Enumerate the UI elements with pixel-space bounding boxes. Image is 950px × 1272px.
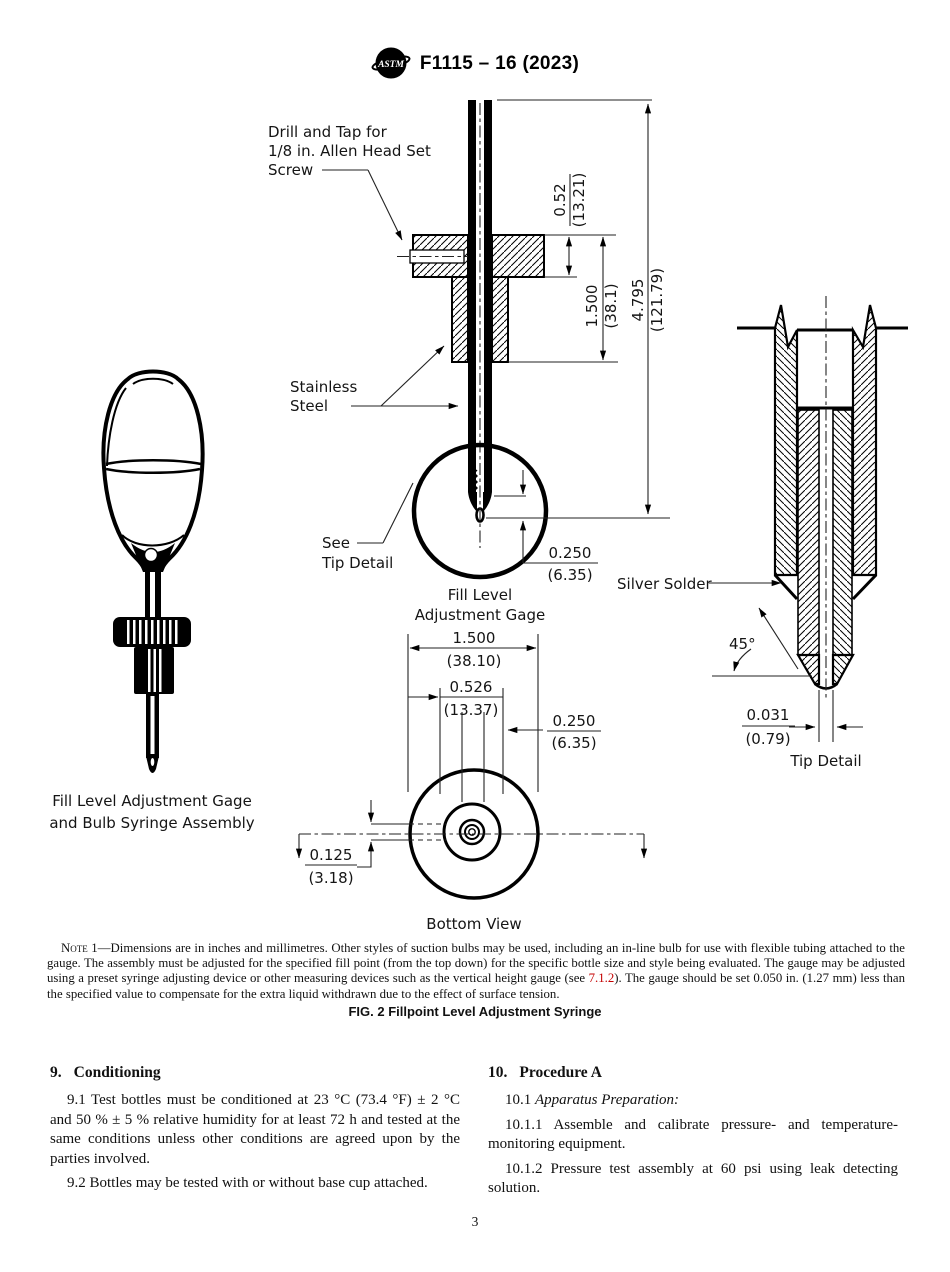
svg-text:Tip Detail: Tip Detail (321, 554, 393, 572)
svg-text:Drill and Tap for: Drill and Tap for (268, 123, 388, 141)
para-10-1-1: 10.1.1 Assemble and calibrate pressure- … (488, 1116, 898, 1153)
inner-rod-right (832, 409, 853, 656)
gage-dimension-lines (486, 99, 670, 564)
silver-solder-label: Silver Solder (617, 575, 782, 593)
logo-letters: ASTM (377, 60, 404, 70)
svg-text:0.250: 0.250 (549, 544, 592, 562)
gage-cross-section-drawing: 0.52 (13.21) 1.500 (38.1) 4.795 (121.79)… (268, 99, 670, 624)
svg-text:(121.79): (121.79) (648, 268, 666, 332)
page-number: 3 (471, 1214, 479, 1229)
para-10-1-2: 10.1.2 Pressure test assembly at 60 psi … (488, 1160, 898, 1197)
svg-text:See: See (322, 534, 350, 552)
para-9-2: 9.2 Bottles may be tested with or withou… (67, 1175, 428, 1191)
note-label: Note 1— (61, 941, 111, 955)
svg-text:0.526: 0.526 (450, 678, 493, 696)
svg-text:(6.35): (6.35) (551, 734, 596, 752)
angle-45-dimension: 45° (712, 607, 812, 677)
svg-text:45°: 45° (729, 635, 756, 653)
section-9-title: Conditioning (73, 1064, 161, 1081)
figure-note: Note 1—Dimensions are in inches and mill… (47, 941, 905, 1002)
dim-0.125: 0.125 (3.18) (305, 800, 446, 887)
body-columns: 9. Conditioning 9.1 Test bottles must be … (50, 1064, 898, 1204)
para-10-1: 10.1 Apparatus Preparation: (488, 1091, 898, 1111)
para-10-1-italic: Apparatus Preparation: (535, 1092, 680, 1108)
astm-logo: ASTM (371, 47, 411, 79)
svg-text:Screw: Screw (268, 161, 313, 179)
standard-designation: F1115 – 16 (2023) (419, 53, 580, 74)
section-9-number: 9. (50, 1064, 62, 1081)
section-9-heading: 9. Conditioning (50, 1064, 460, 1082)
assembly-caption-line2: and Bulb Syringe Assembly (49, 814, 254, 832)
column-right: 10. Procedure A 10.1 Apparatus Preparatio… (488, 1064, 898, 1204)
knurl-stripes (127, 620, 178, 644)
drill-tap-label: Drill and Tap for 1/8 in. Allen Head Set… (268, 123, 431, 241)
figure-2-drawing: 0.52 (13.21) 1.500 (38.1) 4.795 (121.79)… (49, 99, 908, 933)
para-9-1: 9.1 Test bottles must be conditioned at … (50, 1092, 460, 1167)
dim-0.526: 0.526 (13.37) (408, 678, 504, 802)
outer-wall-right (851, 304, 878, 577)
logo-orbit (371, 55, 411, 71)
column-left: 9. Conditioning 9.1 Test bottles must be … (50, 1064, 460, 1204)
svg-text:(0.79): (0.79) (745, 730, 790, 748)
dim-0.031: 0.031 (0.79) (742, 690, 863, 748)
dim-0.250-tip: 0.250 (6.35) (547, 544, 592, 584)
note-text-before: Dimensions are in inches and millimetres… (47, 941, 905, 986)
tip-detail-drawing: Silver Solder 45° 0.031 (0.79) Tip Detai… (617, 296, 908, 770)
note-xref-link[interactable]: 7.1.2 (588, 971, 615, 986)
svg-text:1.500: 1.500 (583, 285, 601, 328)
section-10-number: 10. (488, 1064, 508, 1081)
svg-text:4.795: 4.795 (629, 279, 647, 322)
document-header: ASTM F1115 – 16 (2023) (0, 44, 950, 84)
dim-0.250-bottom: 0.250 (6.35) (507, 712, 601, 752)
para-10-1-number: 10.1 (505, 1092, 532, 1108)
dim-4.795: 4.795 (121.79) (629, 268, 666, 332)
bottom-view-caption: Bottom View (426, 915, 521, 933)
outer-wall-left (773, 304, 799, 577)
tip-detail-circle (411, 442, 549, 580)
svg-text:1/8 in. Allen Head Set: 1/8 in. Allen Head Set (268, 142, 431, 160)
see-tip-detail-label: See Tip Detail (321, 482, 414, 572)
svg-text:Stainless: Stainless (290, 378, 357, 396)
dim-0.52: 0.52 (13.21) (551, 173, 588, 228)
logo-seal (375, 47, 407, 79)
section-10-title: Procedure A (519, 1064, 602, 1081)
svg-text:(6.35): (6.35) (547, 566, 592, 584)
dim-1.500: 1.500 (38.1) (583, 283, 620, 328)
svg-text:0.250: 0.250 (553, 712, 596, 730)
svg-text:0.031: 0.031 (747, 706, 790, 724)
svg-text:0.125: 0.125 (310, 846, 353, 864)
inner-rod-left (797, 409, 820, 656)
stainless-steel-label: Stainless Steel (290, 345, 459, 415)
section-10-heading: 10. Procedure A (488, 1064, 898, 1082)
figure-caption: FIG. 2 Fillpoint Level Adjustment Syring… (348, 1004, 602, 1019)
note-text-after: ). The gauge should be set 0.050 in. (1.… (47, 971, 905, 1001)
svg-text:Silver Solder: Silver Solder (617, 575, 713, 593)
bulb-syringe-drawing: Fill Level Adjustment Gage and Bulb Syri… (49, 369, 255, 832)
bottom-view-drawing: 1.500 (38.10) 0.526 (13.37) 0.250 (6.35) (295, 629, 648, 933)
svg-text:0.52: 0.52 (551, 183, 569, 216)
svg-text:(38.1): (38.1) (602, 283, 620, 328)
svg-text:(13.21): (13.21) (570, 173, 588, 228)
assembly-caption-line1: Fill Level Adjustment Gage (52, 792, 252, 810)
gage-caption-line1: Fill Level (448, 586, 512, 604)
svg-text:(3.18): (3.18) (308, 869, 353, 887)
tip-detail-caption: Tip Detail (789, 752, 861, 770)
svg-text:1.500: 1.500 (453, 629, 496, 647)
svg-text:(13.37): (13.37) (444, 701, 499, 719)
svg-text:(38.10): (38.10) (447, 652, 502, 670)
gage-caption-line2: Adjustment Gage (415, 606, 545, 624)
svg-text:Steel: Steel (290, 397, 328, 415)
tip-threads (473, 469, 478, 492)
dim-1.500-bottom: 1.500 (38.10) (407, 629, 539, 792)
